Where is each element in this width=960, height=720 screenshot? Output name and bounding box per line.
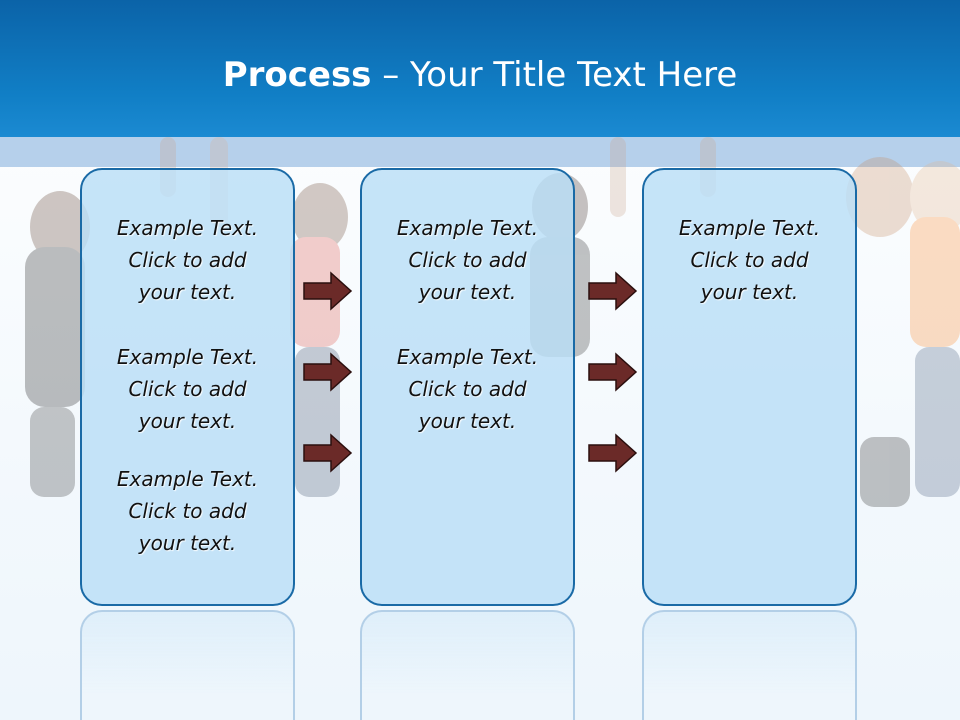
step-2-text-a[interactable]: Example Text. Click to add your text. <box>362 212 573 308</box>
process-step-3-box[interactable]: Example Text. Click to add your text. <box>642 168 857 606</box>
step-2-text-b[interactable]: Example Text. Click to add your text. <box>362 341 573 437</box>
step-3-reflection <box>642 610 857 720</box>
title-rest: – Your Title Text Here <box>382 55 738 95</box>
text-line: your text. <box>418 280 517 304</box>
text-line: Click to add <box>408 377 527 401</box>
text-line: Click to add <box>128 499 247 523</box>
arrow-right-icon[interactable] <box>588 271 638 311</box>
step-3-text-a[interactable]: Example Text. Click to add your text. <box>644 212 855 308</box>
arrow-right-icon[interactable] <box>303 352 353 392</box>
text-line: your text. <box>138 280 237 304</box>
arrow-right-icon[interactable] <box>303 433 353 473</box>
text-line: Example Text. <box>116 467 259 491</box>
process-step-2-box[interactable]: Example Text. Click to add your text. Ex… <box>360 168 575 606</box>
text-line: Click to add <box>128 248 247 272</box>
text-line: your text. <box>418 409 517 433</box>
step-1-text-b[interactable]: Example Text. Click to add your text. <box>82 341 293 437</box>
text-line: your text. <box>138 409 237 433</box>
text-line: your text. <box>138 531 237 555</box>
text-line: Example Text. <box>116 345 259 369</box>
text-line: Example Text. <box>678 216 821 240</box>
text-line: Click to add <box>690 248 809 272</box>
step-1-text-a[interactable]: Example Text. Click to add your text. <box>82 212 293 308</box>
step-1-reflection <box>80 610 295 720</box>
text-line: your text. <box>700 280 799 304</box>
step-1-text-c[interactable]: Example Text. Click to add your text. <box>82 463 293 559</box>
step-2-reflection <box>360 610 575 720</box>
arrow-right-icon[interactable] <box>303 271 353 311</box>
title-bar: Process – Your Title Text Here <box>0 0 960 137</box>
text-line: Click to add <box>408 248 527 272</box>
arrow-right-icon[interactable] <box>588 352 638 392</box>
text-line: Example Text. <box>396 345 539 369</box>
header-band <box>0 137 960 167</box>
process-step-1-box[interactable]: Example Text. Click to add your text. Ex… <box>80 168 295 606</box>
slide-title[interactable]: Process – Your Title Text Here <box>0 52 960 98</box>
arrow-right-icon[interactable] <box>588 433 638 473</box>
text-line: Example Text. <box>396 216 539 240</box>
text-line: Example Text. <box>116 216 259 240</box>
text-line: Click to add <box>128 377 247 401</box>
title-bold: Process <box>222 55 372 95</box>
